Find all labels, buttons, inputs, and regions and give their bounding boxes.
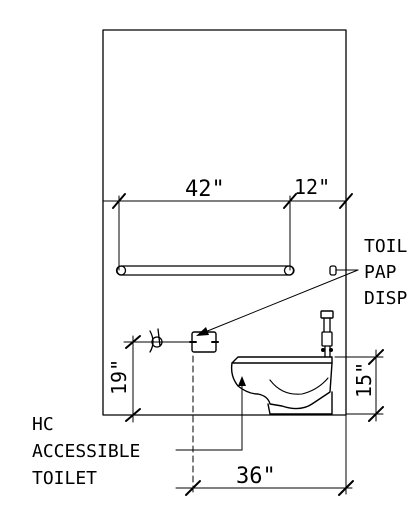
toilet-callout-line-3: TOILET [32,468,97,489]
grab-bar [115,265,295,276]
seat-height-label: 15" [352,362,376,398]
tissue-callout-line-1: TOIL [364,236,408,257]
toilet-callout-leader [175,376,246,451]
vertical-dimension-15 [334,349,384,422]
top-dimension-line [102,193,353,271]
side-bar-reference [123,328,193,353]
toilet-centerline-label: 36" [236,464,276,489]
vertical-dimension-19 [125,335,141,423]
tissue-callout-line-3: DISP [364,288,408,309]
grab-bar-length-label: 42" [185,177,225,202]
tissue-callout-line-2: PAP [364,262,397,283]
toilet-elevation [230,310,334,415]
toilet-callout-line-1: HC [32,414,54,435]
tissue-callout-leader [196,269,359,336]
grab-bar-offset-label: 12" [294,175,330,199]
bottom-dimension-line [175,413,354,496]
wall-fixture [329,265,337,276]
toilet-callout-line-2: ACCESSIBLE [32,441,140,462]
bar-height-label: 19" [107,359,131,395]
